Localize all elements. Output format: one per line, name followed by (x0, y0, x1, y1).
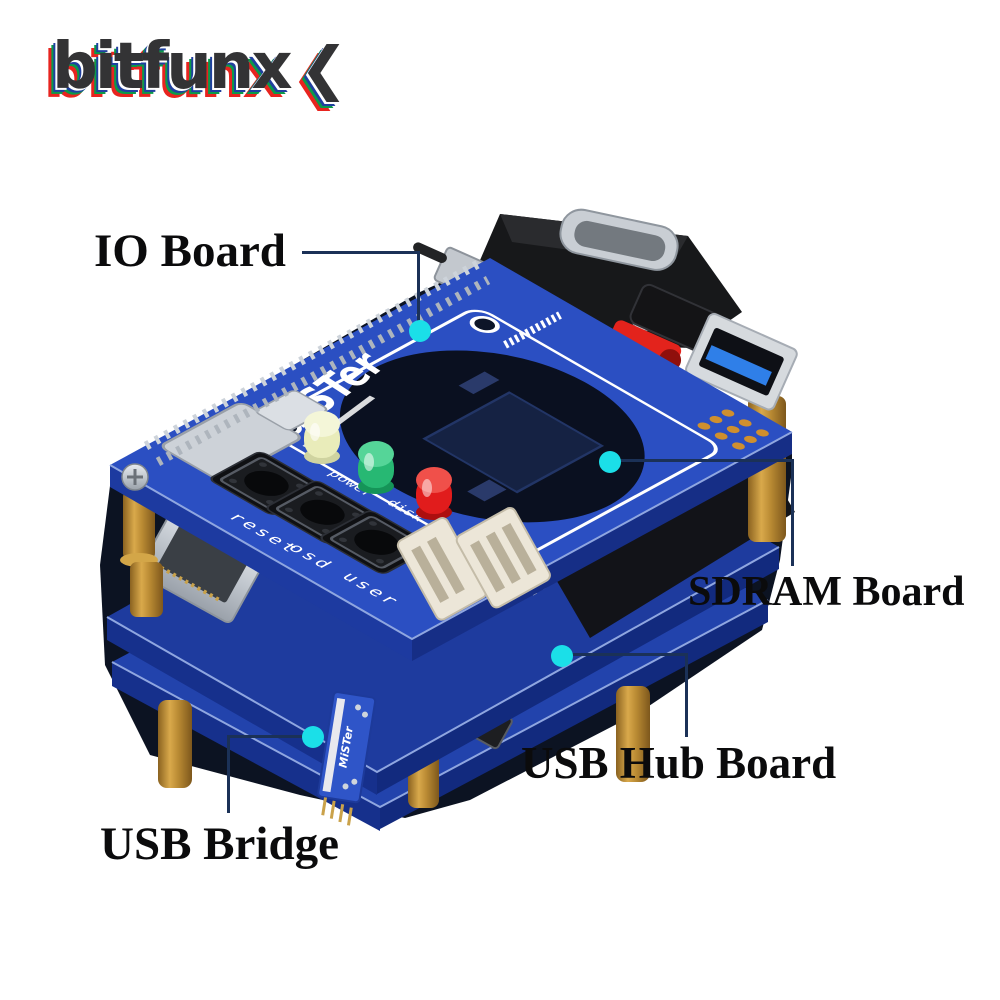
usb3-port (685, 312, 798, 411)
io-board-leader-line (302, 251, 420, 254)
io-board-leader-line (417, 251, 420, 331)
sdram-board-leader-line (791, 459, 794, 566)
gpio-pad-row (143, 260, 481, 450)
gold-pads (697, 409, 769, 450)
usb-bridge-leader-line (227, 735, 230, 813)
disk-led (358, 441, 394, 494)
screw (121, 463, 149, 491)
silkscreen-mark (503, 311, 562, 349)
usb-bridge-leader-line (227, 735, 307, 738)
usb-bridge-pcb: MiSTer (317, 691, 377, 826)
red-led (416, 467, 452, 520)
usb-hub-board-leader-line (568, 653, 688, 656)
gpio-pad-row (155, 276, 491, 466)
usb-bridge-label: USB Bridge (100, 818, 339, 870)
io-board-callout-dot (409, 320, 431, 342)
usb-hub-board-leader-line (685, 653, 688, 737)
jst-connector (396, 507, 551, 621)
bitfunx-logo-chevron: ❮ (299, 34, 349, 102)
usb-hub-board-callout-dot (551, 645, 573, 667)
usb-hub-board-label: USB Hub Board (521, 738, 837, 788)
sdram-board-label: SDRAM Board (688, 569, 965, 615)
sdram-board-leader-line (616, 459, 794, 462)
usb-bridge-callout-dot (302, 726, 324, 748)
power-led (304, 411, 340, 464)
bitfunx-logo-text: bitfunx (52, 30, 293, 104)
sdram-board-callout-dot (599, 451, 621, 473)
io-board-label: IO Board (94, 225, 286, 277)
bitfunx-logo: bitfunx ❮ (52, 30, 348, 104)
